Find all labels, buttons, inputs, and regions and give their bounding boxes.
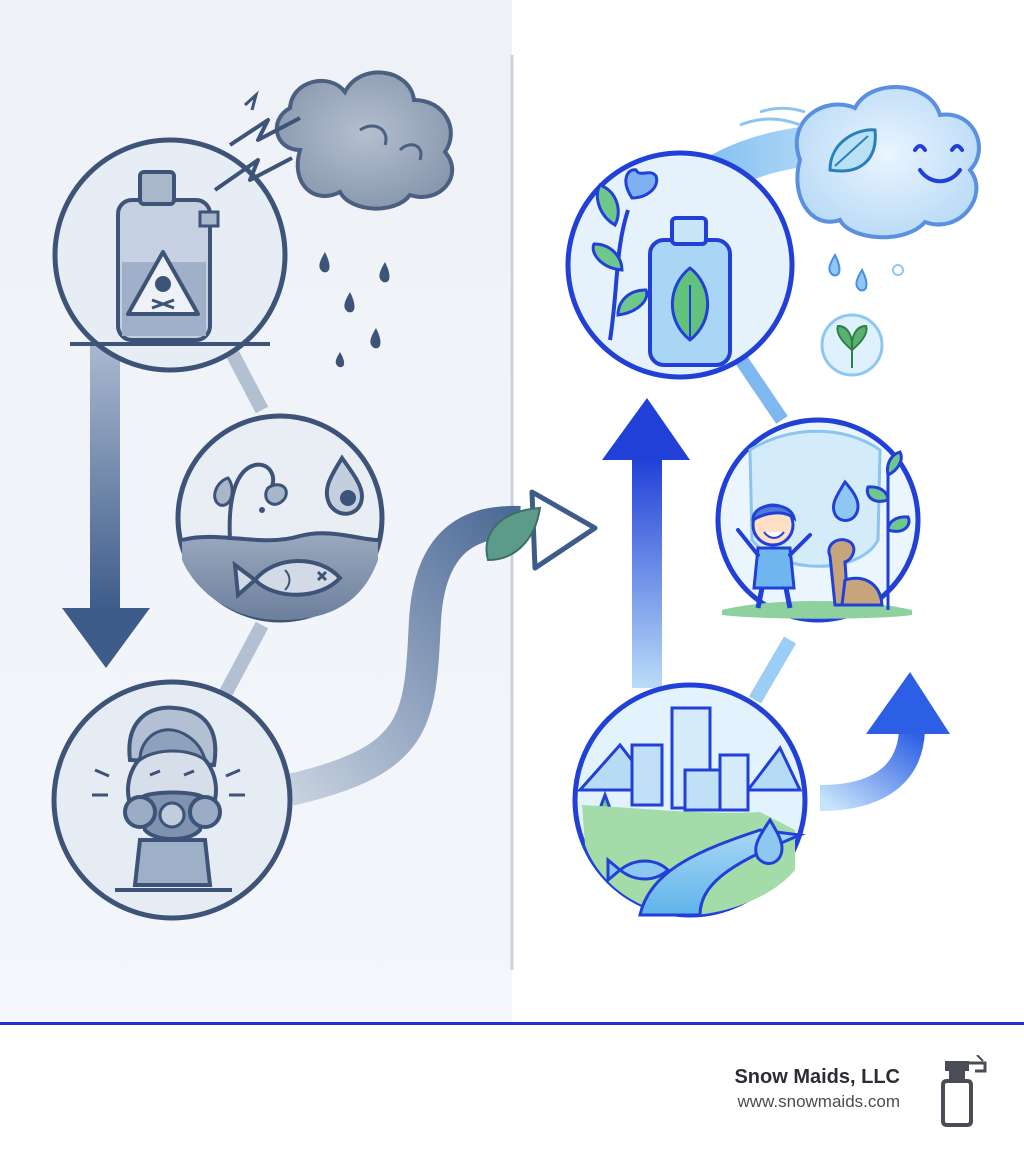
- spray-bottle-icon: [941, 1055, 987, 1127]
- person-gas-mask-icon: [51, 679, 293, 921]
- toxic-chemical-bottle-icon: [52, 137, 288, 373]
- company-name: Snow Maids, LLC: [734, 1066, 900, 1088]
- connector-line: [734, 354, 788, 424]
- comparison-illustration: [0, 0, 981, 1024]
- connector-line: [748, 636, 797, 704]
- down-arrow-icon: [62, 345, 150, 668]
- footer-divider: [0, 1022, 1024, 1025]
- company-website[interactable]: www.snowmaids.com: [737, 1092, 901, 1111]
- wilted-plant-dead-fish-icon: [175, 413, 385, 623]
- up-arrow-icon: [602, 398, 690, 688]
- transition-arrow-icon: [286, 489, 598, 806]
- curved-up-arrow-icon: [819, 672, 950, 811]
- child-dog-plant-icon: [715, 417, 921, 623]
- clean-city-river-icon: [572, 682, 808, 918]
- footer: Snow Maids, LLC www.snowmaids.com: [0, 1025, 1024, 1154]
- connector-line: [215, 621, 269, 704]
- eco-spray-bottle-icon: [565, 150, 795, 380]
- storm-cloud-icon: [213, 70, 455, 368]
